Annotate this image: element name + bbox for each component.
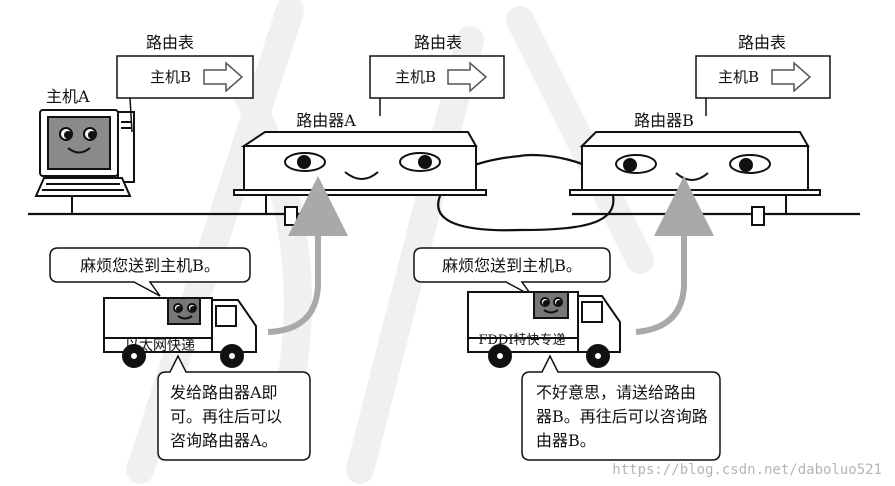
fddi-truck [467, 291, 621, 368]
routing-table-b-title: 路由表 [414, 33, 462, 52]
host-a-label: 主机A [46, 87, 90, 106]
reply-a-line-1: 发给路由器A即 [170, 383, 278, 402]
delivery-arrow-b [635, 176, 714, 335]
reply-bubble-b: 不好意思，请送给路由 器B。再往后可以咨询路 由器B。 [521, 354, 721, 461]
truck-a-label: 以太网快递 [125, 338, 195, 354]
reply-b-line-2: 器B。再往后可以咨询路 [536, 407, 708, 426]
routing-table-c-title: 路由表 [738, 33, 786, 52]
reply-b-line-3: 由器B。 [536, 431, 596, 450]
request-b-text: 麻烦您送到主机B。 [442, 256, 582, 275]
request-a-text: 麻烦您送到主机B。 [80, 256, 220, 275]
routing-table-a-entry: 主机B [150, 68, 191, 86]
host-a-computer [34, 109, 135, 214]
delivery-arrow-a [267, 176, 348, 335]
truck-b-label: FDDI特快专递 [478, 333, 565, 348]
router-a [233, 131, 487, 226]
ethernet-truck [103, 297, 257, 368]
routing-table-a: 路由表 主机B [116, 33, 254, 133]
router-b-label: 路由器B [634, 111, 694, 130]
reply-a-line-2: 可。再往后可以 [170, 407, 282, 426]
forward-arrow-icon [447, 61, 488, 93]
request-bubble-b: 麻烦您送到主机B。 [413, 247, 611, 297]
routing-table-c: 路由表 主机B [695, 33, 831, 116]
watermark-url: https://blog.csdn.net/daboluo521 [612, 462, 882, 478]
routing-table-a-title: 路由表 [146, 33, 194, 52]
reply-bubble-a: 发给路由器A即 可。再往后可以 咨询路由器A。 [157, 354, 311, 461]
forward-arrow-icon [771, 61, 812, 93]
routing-table-b: 路由表 主机B [369, 33, 505, 116]
reply-a-line-3: 咨询路由器A。 [170, 431, 278, 450]
routing-table-c-entry: 主机B [718, 68, 759, 86]
routing-table-b-entry: 主机B [395, 68, 436, 86]
router-a-label: 路由器A [296, 111, 356, 130]
request-bubble-a: 麻烦您送到主机B。 [49, 247, 251, 297]
reply-b-line-1: 不好意思，请送给路由 [536, 383, 696, 402]
forward-arrow-icon [203, 61, 244, 93]
